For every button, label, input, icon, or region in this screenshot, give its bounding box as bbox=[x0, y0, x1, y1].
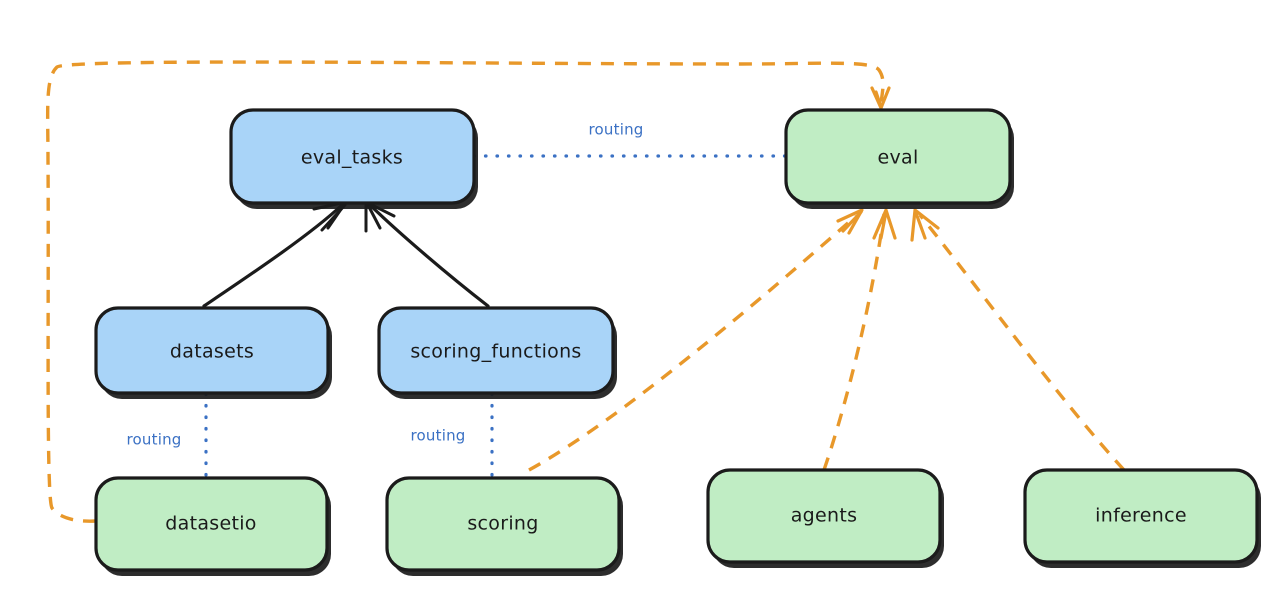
node-eval-tasks-body bbox=[229, 108, 476, 205]
node-agents-body bbox=[706, 468, 942, 564]
node-datasetio[interactable]: datasetio bbox=[94, 476, 331, 576]
edge-datasetio-eval bbox=[45, 60, 891, 523]
arrowhead-inference-eval bbox=[910, 208, 940, 242]
node-datasets-label: datasets bbox=[170, 341, 254, 363]
edge-scoring-functions-eval-tasks bbox=[364, 200, 490, 308]
edge-label-routing-eval-tasks: routing bbox=[589, 121, 644, 139]
arrowhead-datasetio-eval-2 bbox=[874, 90, 883, 109]
edge-agents-eval bbox=[822, 208, 897, 471]
node-eval-tasks-label: eval_tasks bbox=[301, 147, 403, 169]
edge-inference-eval bbox=[910, 208, 1126, 472]
node-eval-label: eval bbox=[877, 147, 918, 169]
node-layer: eval_tasks eval datasets scoring_functio… bbox=[94, 108, 1261, 576]
node-scoring-functions-body bbox=[377, 306, 615, 395]
node-datasets[interactable]: datasets bbox=[94, 306, 332, 399]
node-scoring-body bbox=[385, 476, 621, 572]
node-scoring-label: scoring bbox=[467, 513, 538, 535]
arrowhead-agents-eval-2 bbox=[879, 210, 888, 240]
edge-label-routing-scoring-functions: routing bbox=[411, 427, 466, 445]
arrowhead-datasets-eval-tasks-2 bbox=[320, 203, 347, 232]
node-datasetio-label: datasetio bbox=[165, 513, 256, 535]
node-eval-tasks[interactable]: eval_tasks bbox=[229, 108, 478, 209]
edge-label-layer: routing routing routing bbox=[127, 121, 644, 449]
arrowhead-inference-eval-2 bbox=[914, 211, 927, 240]
arrowhead-scoring-eval bbox=[836, 208, 864, 235]
arrowhead-scoring-eval-2 bbox=[841, 210, 863, 233]
node-agents[interactable]: agents bbox=[706, 468, 944, 568]
node-datasets-body bbox=[94, 306, 330, 395]
node-scoring-functions-label: scoring_functions bbox=[410, 341, 581, 363]
edge-datasets-eval-tasks bbox=[202, 200, 348, 308]
node-eval-body bbox=[784, 108, 1012, 205]
edge-label-routing-datasets: routing bbox=[127, 431, 182, 449]
node-agents-label: agents bbox=[791, 505, 858, 527]
node-eval[interactable]: eval bbox=[784, 108, 1014, 209]
edge-scoring-eval bbox=[528, 208, 864, 472]
node-scoring-functions[interactable]: scoring_functions bbox=[377, 306, 617, 399]
node-datasetio-body bbox=[94, 476, 329, 572]
arrowhead-agents-eval bbox=[872, 208, 897, 240]
node-inference-label: inference bbox=[1095, 505, 1187, 527]
node-scoring[interactable]: scoring bbox=[385, 476, 623, 576]
node-inference-body bbox=[1023, 468, 1259, 564]
node-inference[interactable]: inference bbox=[1023, 468, 1261, 568]
